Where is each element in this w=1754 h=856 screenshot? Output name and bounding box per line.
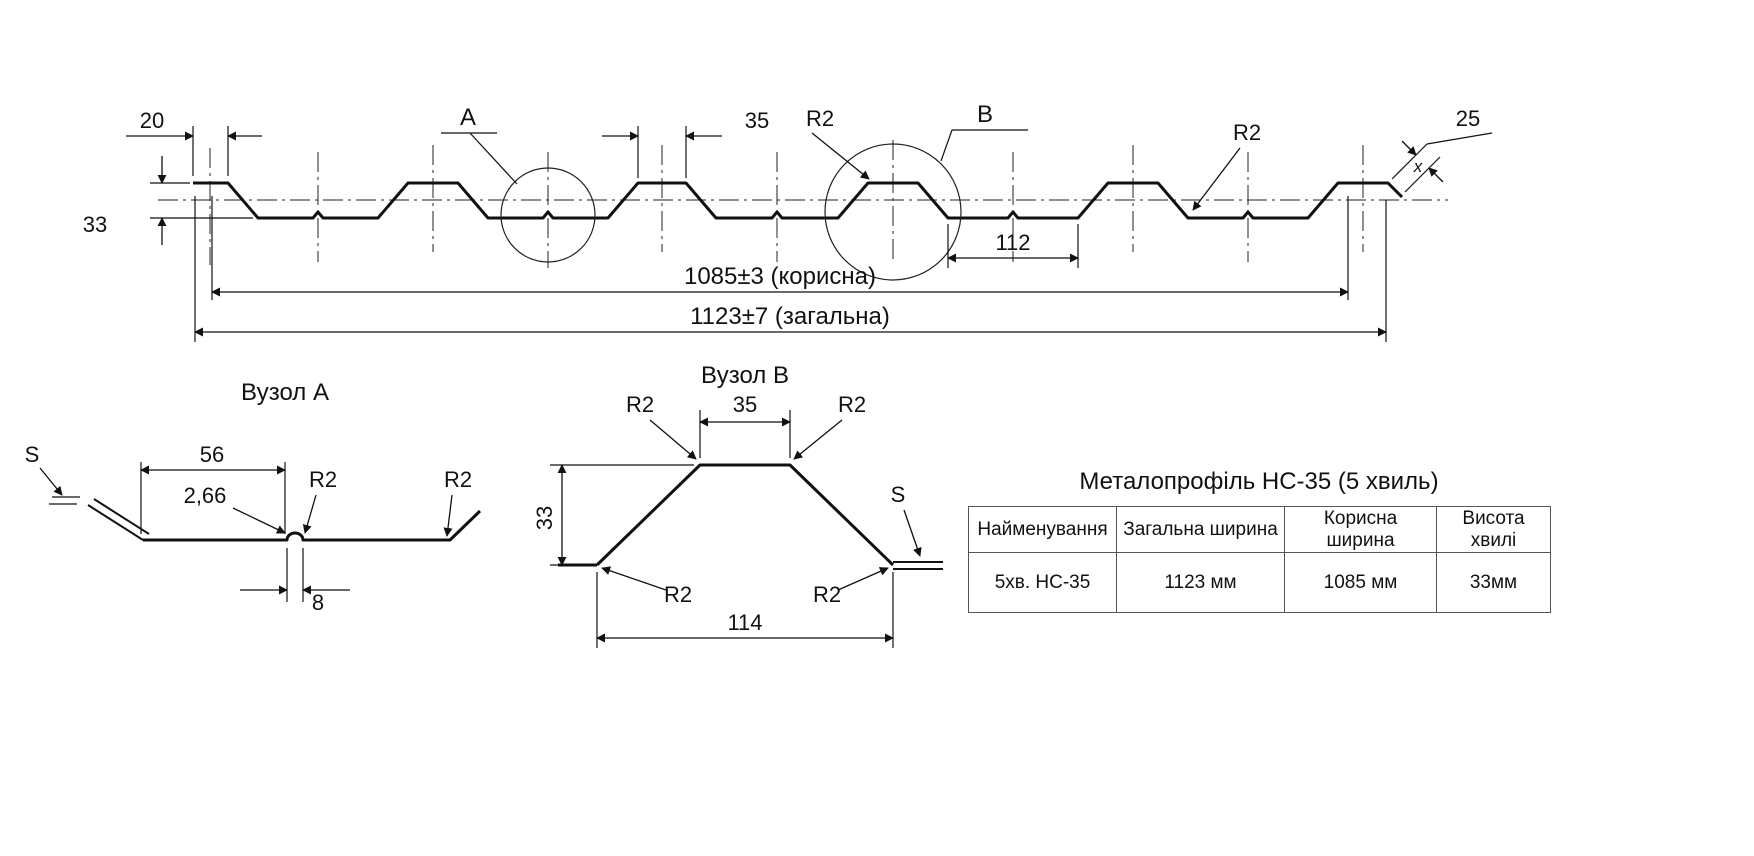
detail-b-r2-bottom-right: R2 <box>813 567 889 607</box>
detail-a-8-label: 8 <box>312 590 324 615</box>
dimension-20: 20 <box>126 108 262 176</box>
dimension-33: 33 <box>83 156 253 245</box>
dim-useful-label: 1085±3 (корисна) <box>684 263 876 290</box>
dimension-35: 35 <box>602 108 769 178</box>
dimension-25: 25 x <box>1391 106 1493 193</box>
dim-112-label: 112 <box>995 230 1030 255</box>
radius-r2-right: R2 <box>1192 120 1261 211</box>
detail-a-dimension-2-66: 2,66 <box>184 483 286 534</box>
table-row: 5хв. НС-35 1123 мм 1085 мм 33мм <box>968 552 1551 613</box>
detail-b-r2-bl-label: R2 <box>664 582 692 607</box>
r2-upper-label: R2 <box>806 106 834 131</box>
detail-a-circle <box>500 167 596 263</box>
detail-b-dimension-35: 35 <box>699 392 791 458</box>
detail-b-r2-top-right: R2 <box>793 392 866 460</box>
detail-a-slope-outer <box>87 504 144 541</box>
r2-right-label: R2 <box>1233 120 1261 145</box>
detail-a-bottom <box>143 509 482 542</box>
detail-b-r2-br-label: R2 <box>813 582 841 607</box>
header-useful-width: Корисна ширина <box>1284 506 1437 553</box>
detail-b-trapezoid <box>595 463 895 567</box>
dimension-112: 112 <box>947 224 1079 268</box>
detail-b-r2-tr-label: R2 <box>838 392 866 417</box>
detail-b-35-label: 35 <box>733 392 757 417</box>
detail-b-r2-bottom-left: R2 <box>601 566 692 607</box>
detail-a-r2-left: R2 <box>302 467 337 534</box>
dim-20-label: 20 <box>140 108 164 133</box>
detail-a-r2-left-label: R2 <box>309 467 337 492</box>
vertical-centerlines <box>209 140 1364 268</box>
detail-b-circle <box>824 143 962 281</box>
x-label: x <box>1413 157 1423 176</box>
cell-name: 5хв. НС-35 <box>968 552 1117 613</box>
callout-b: B <box>940 101 1028 162</box>
detail-a-2-66-label: 2,66 <box>184 483 227 508</box>
dim-25-label: 25 <box>1456 106 1480 131</box>
detail-a-thickness: S <box>25 442 80 505</box>
dim-33-label: 33 <box>83 212 107 237</box>
detail-b-dimension-33: 33 <box>532 464 694 566</box>
radius-r2-upper: R2 <box>806 106 870 180</box>
profile-outline <box>193 181 1404 220</box>
detail-b-s-label: S <box>891 482 906 507</box>
detail-a-56-label: 56 <box>200 442 224 467</box>
header-total-width: Загальна ширина <box>1116 506 1285 553</box>
detail-a-slope-inner <box>93 498 150 535</box>
spec-table: Найменування Загальна ширина Корисна шир… <box>968 506 1551 613</box>
detail-b-title: Вузол В <box>701 362 789 389</box>
header-name: Найменування <box>968 506 1117 553</box>
detail-a-dimension-8: 8 <box>240 548 350 615</box>
detail-a-view: Вузол А S 56 2,66 R2 R2 <box>25 379 482 615</box>
detail-b-dimension-114: 114 <box>596 572 894 648</box>
detail-a-dimension-56: 56 <box>140 442 286 534</box>
spec-table-block: Металопрофіль НС-35 (5 хвиль) Найменуван… <box>968 468 1551 613</box>
detail-b-33-label: 33 <box>532 506 557 530</box>
detail-a-s-label: S <box>25 442 40 467</box>
main-profile-view: 20 33 A 35 R2 <box>83 101 1493 342</box>
cell-wave-height: 33мм <box>1436 552 1551 613</box>
dimension-total-width: 1123±7 (загальна) <box>194 196 1387 342</box>
dim-35-label: 35 <box>745 108 769 133</box>
detail-a-r2-right: R2 <box>443 467 472 537</box>
detail-b-114-label: 114 <box>727 610 762 635</box>
dim-total-label: 1123±7 (загальна) <box>690 303 890 330</box>
callout-a: A <box>441 104 518 185</box>
detail-b-view: Вузол В 35 R2 R2 33 <box>532 362 943 648</box>
header-wave-height: Висота хвилі <box>1436 506 1551 553</box>
dimension-useful-width: 1085±3 (корисна) <box>211 196 1349 300</box>
detail-a-title: Вузол А <box>241 379 329 406</box>
callout-a-label: A <box>460 104 476 131</box>
spec-table-header-row: Найменування Загальна ширина Корисна шир… <box>968 506 1551 553</box>
detail-b-thickness: S <box>891 482 922 557</box>
cell-total-width: 1123 мм <box>1116 552 1285 613</box>
detail-b-r2-tl-label: R2 <box>626 392 654 417</box>
cell-useful-width: 1085 мм <box>1284 552 1437 613</box>
callout-b-label: B <box>977 101 993 128</box>
spec-table-title: Металопрофіль НС-35 (5 хвиль) <box>1079 468 1439 495</box>
detail-b-r2-top-left: R2 <box>626 392 697 460</box>
detail-a-r2-right-label: R2 <box>444 467 472 492</box>
